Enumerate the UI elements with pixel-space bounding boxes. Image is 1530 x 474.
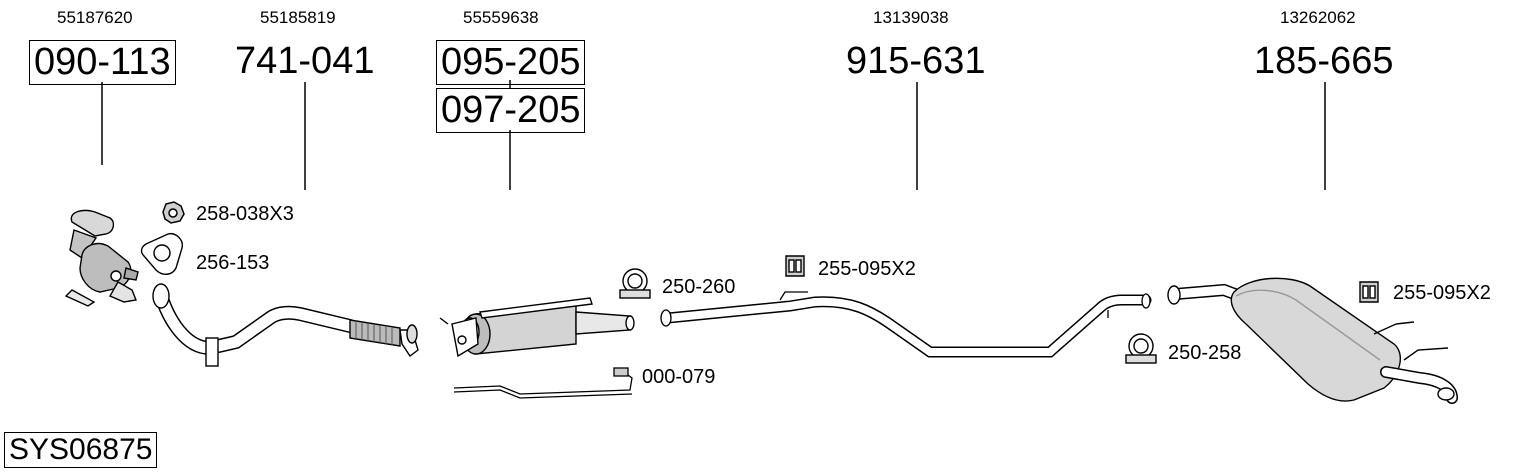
part-number-4[interactable]: 915-631 <box>846 40 986 82</box>
sensor-pipe-icon <box>453 367 633 399</box>
center-pipe-icon <box>660 291 1152 358</box>
particulate-filter-icon <box>439 297 635 358</box>
oem-number-1: 55187620 <box>57 8 133 27</box>
rear-silencer-icon <box>1167 277 1458 404</box>
oem-number-2: 55185819 <box>260 8 336 27</box>
part-number-5[interactable]: 185-665 <box>1254 40 1394 82</box>
accessory-label-hanger-1[interactable]: 255-095X2 <box>818 258 916 280</box>
accessory-label-hanger-2[interactable]: 255-095X2 <box>1393 282 1491 304</box>
rubber-hanger-icon <box>1359 281 1379 303</box>
accessory-label-nut[interactable]: 258-038X3 <box>196 203 294 225</box>
part-number-2[interactable]: 741-041 <box>235 40 375 82</box>
catalytic-converter-icon <box>64 209 139 307</box>
part-number-3-alt[interactable]: 097-205 <box>436 88 586 133</box>
accessory-label-clamp-1[interactable]: 250-260 <box>662 276 736 298</box>
clamp-icon <box>1125 333 1157 364</box>
oem-number-5: 13262062 <box>1280 8 1356 27</box>
front-pipe-icon <box>152 283 419 367</box>
accessory-label-sensor-pipe[interactable]: 000-079 <box>642 366 716 388</box>
oem-number-4: 13139038 <box>873 8 949 27</box>
oem-number-3: 55559638 <box>463 8 539 27</box>
nut-icon <box>162 201 185 224</box>
clamp-icon <box>619 268 651 299</box>
part-number-1[interactable]: 090-113 <box>29 40 176 85</box>
gasket-icon <box>140 233 183 275</box>
accessory-label-clamp-2[interactable]: 250-258 <box>1168 342 1242 364</box>
system-code: SYS06875 <box>4 432 158 468</box>
rubber-hanger-icon <box>785 255 805 277</box>
accessory-label-gasket[interactable]: 256-153 <box>196 252 270 274</box>
